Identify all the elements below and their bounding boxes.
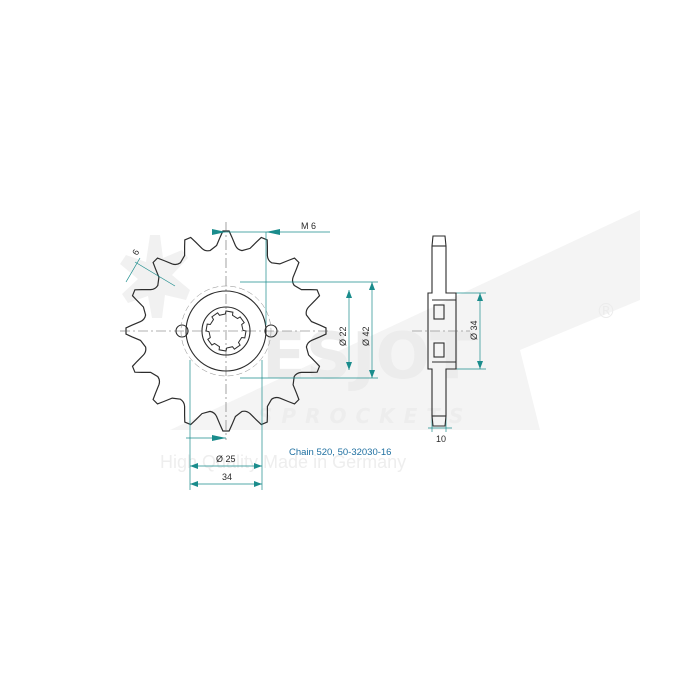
dim-34-label: 34 xyxy=(222,472,232,482)
side-view-spline-slot-bottom xyxy=(433,342,445,358)
bolt-hole-circle xyxy=(180,285,272,377)
arrow-m6-left xyxy=(212,229,226,235)
sprocket-side-view xyxy=(427,235,457,427)
side-view-outline xyxy=(427,235,457,427)
arrow-phi22-top xyxy=(346,290,352,298)
arrow-m6-right xyxy=(266,229,280,235)
dim-phi42-label: Ø 42 xyxy=(361,326,371,346)
watermark-subbrand: SPROCKETS xyxy=(258,404,472,428)
dim-phi22-label: Ø 22 xyxy=(338,326,348,346)
arrow-phi25-right xyxy=(254,463,262,469)
arrow-phi42-bottom xyxy=(369,370,375,378)
drawing-caption: Chain 520, 50-32030-16 xyxy=(289,447,391,458)
arrow-phi22-bottom xyxy=(346,362,352,370)
dim-m6-label: M 6 xyxy=(301,221,316,231)
watermark-gear-icon xyxy=(120,235,190,318)
arrow-34-left xyxy=(190,481,198,487)
side-view-spline-slot-top xyxy=(433,304,445,320)
sprocket-outline xyxy=(125,230,327,432)
dim-6-guide xyxy=(134,261,176,287)
dim-thickness-label: 10 xyxy=(436,434,446,444)
arrow-phi25-left xyxy=(190,463,198,469)
dim-hub-phi34-label: Ø 34 xyxy=(469,320,479,340)
arrow-bottom-stub xyxy=(212,435,226,441)
arrow-phi42-top xyxy=(369,282,375,290)
spline-bore xyxy=(205,310,247,352)
bolt-hole-left xyxy=(175,324,189,338)
watermark: ESJOT ® SPROCKETS High Quality Made in G… xyxy=(120,210,640,472)
dim-phi25-label: Ø 25 xyxy=(216,454,236,464)
dimension-arrows xyxy=(190,229,483,487)
sprocket-front-view xyxy=(120,222,330,440)
arrow-hub-top xyxy=(477,293,483,301)
spline-outer-circle xyxy=(201,306,251,356)
watermark-registered-mark: ® xyxy=(596,299,616,323)
dim-6-leader xyxy=(125,257,141,283)
watermark-tagline: High Quality Made in Germany xyxy=(160,452,406,472)
arrow-34-right xyxy=(254,481,262,487)
hub-outer-circle xyxy=(185,290,267,372)
watermark-banner xyxy=(170,210,640,430)
bolt-hole-right xyxy=(264,324,278,338)
arrow-hub-bottom xyxy=(477,361,483,369)
dim-6-label: 6 xyxy=(130,248,141,258)
